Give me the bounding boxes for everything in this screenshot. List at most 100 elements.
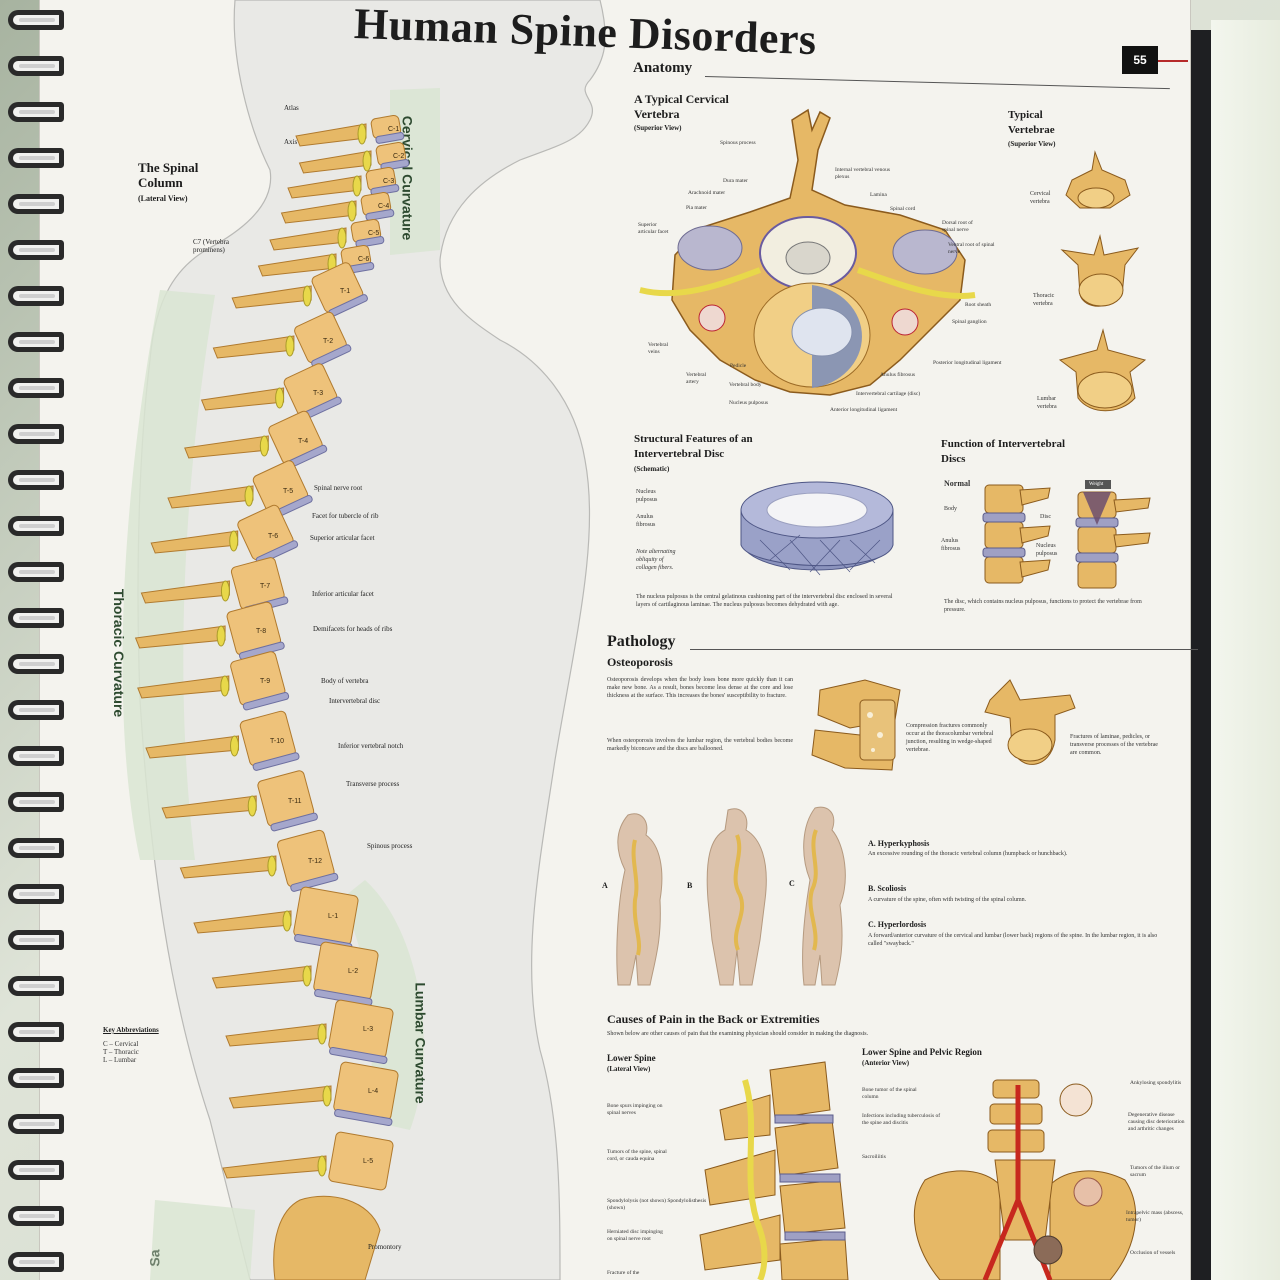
disc-structure-title: Structural Features of an Intervertebral… [634, 433, 753, 460]
vertebra: L-5 [222, 1131, 394, 1191]
function-label-normal: Normal [944, 479, 971, 488]
pv-label: Tumors of the ilium or sacrum [1130, 1165, 1180, 1178]
cerv-label: Spinal cord [890, 206, 916, 212]
label-body: Body of vertebra [321, 677, 369, 685]
cerv-label: Anulus fibrosus [880, 372, 915, 378]
binding-ring [8, 746, 64, 766]
cerv-label: Internal vertebral venous plexus [835, 167, 890, 180]
binding-ring [8, 240, 64, 260]
label-notch: Inferior vertebral notch [338, 742, 404, 750]
typical-label-cervical: Cervical vertebra [1030, 191, 1051, 205]
vertebra-code: C-6 [358, 256, 369, 263]
typical-vertebrae-sub: (Superior View) [1008, 140, 1056, 148]
binding-ring [8, 102, 64, 122]
vertebra: T-5 [167, 460, 313, 519]
label-transverse: Transverse process [346, 780, 400, 788]
sacrum [273, 1195, 381, 1280]
lower-spine-title: Lower Spine [607, 1053, 656, 1063]
label-axis: Axis [284, 138, 298, 146]
cerv-label: Spinous process [720, 140, 756, 146]
key-item: L – Lumbar [103, 1056, 137, 1064]
cerv-label: Lamina [870, 192, 887, 198]
spiral-binding [0, 0, 64, 1280]
disc-label-anulus: Anulus fibrosus [636, 514, 656, 528]
vertebra: L-4 [228, 1061, 399, 1126]
cerv-label: Spinal ganglion [952, 319, 987, 325]
binding-ring [8, 562, 64, 582]
typical-vertebrae-title: Typical Vertebrae [1008, 109, 1055, 136]
vertebra: C-5 [269, 218, 385, 251]
pathology-heading: Pathology [607, 633, 676, 650]
binding-ring [8, 424, 64, 444]
binding-ring [8, 976, 64, 996]
vertebra-code: C-2 [393, 153, 404, 160]
vertebra: T-10 [145, 710, 300, 771]
causes-sub: Shown below are other causes of pain tha… [607, 1031, 869, 1037]
osteoporosis-text-1: Osteoporosis develops when the body lose… [607, 677, 793, 699]
disc-note: Note alternating obliquity of collagen f… [636, 549, 676, 571]
page-accent-line [1158, 60, 1188, 62]
key-item: C – Cervical [103, 1040, 139, 1048]
disc-structure-sub: (Schematic) [634, 465, 670, 473]
binding-ring [8, 1206, 64, 1226]
ls-label: Tumors of the spine, spinal cord, or cau… [607, 1149, 667, 1162]
scoliosis-text: A curvature of the spine, often with twi… [868, 897, 1027, 903]
pathology-rule [690, 649, 1198, 650]
posture-letter-a: A [602, 881, 608, 890]
vertebra: T-8 [134, 601, 285, 660]
vertebra-code: T-5 [283, 488, 293, 495]
vertebra-code: L-3 [363, 1026, 373, 1033]
function-label-nucleus: Nucleus pulposus [1036, 543, 1058, 557]
posture-letter-c: C [789, 879, 795, 888]
function-label-weight: Weight [1089, 482, 1104, 487]
vertebra-code: L-4 [368, 1088, 378, 1095]
label-disc: Intervertebral disc [329, 697, 381, 705]
vertebra-code: T-11 [288, 798, 302, 805]
binding-ring [8, 10, 64, 30]
vertebra-code: T-8 [256, 628, 266, 635]
spinal-column-sub: (Lateral View) [138, 194, 188, 203]
label-atlas: Atlas [284, 104, 299, 112]
vertebra-code: T-7 [260, 583, 270, 590]
binding-ring [8, 1160, 64, 1180]
cerv-label: Posterior longitudinal ligament [933, 360, 1002, 366]
vertebra: L-2 [211, 941, 379, 1006]
vertebra: T-6 [150, 504, 299, 565]
cerv-label: Nucleus pulposus [729, 400, 768, 406]
vertebra-code: T-6 [268, 533, 278, 540]
vertebra-code: L-1 [328, 913, 338, 920]
cerv-label: Dura mater [723, 178, 748, 184]
vertebra: T-4 [184, 410, 328, 469]
label-inf-articular: Inferior articular facet [312, 590, 374, 598]
typical-label-thoracic: Thoracic vertebra [1033, 293, 1055, 307]
posture-letter-b: B [687, 881, 693, 890]
ls-label: Fracture of the [607, 1270, 640, 1276]
cerv-label: Intervertebral cartilage (disc) [856, 391, 921, 397]
label-spinous: Spinous process [367, 842, 413, 850]
binding-ring [8, 884, 64, 904]
cerv-label: Anterior longitudinal ligament [830, 407, 898, 413]
cerv-label: Dorsal root of spinal nerve [942, 220, 973, 233]
anatomy-heading: Anatomy [633, 60, 693, 76]
cerv-label: Superior articular facet [638, 222, 669, 235]
vertebra-code: T-12 [308, 858, 322, 865]
compression-fractures-note: Compression fractures commonly occur at … [906, 723, 994, 753]
osteoporosis-title: Osteoporosis [607, 655, 673, 669]
pv-label: Sacroiliitis [862, 1154, 886, 1160]
pelvic-sub: (Anterior View) [862, 1059, 910, 1067]
label-facet-rib: Facet for tubercle of rib [312, 512, 379, 520]
vertebra-code: T-4 [298, 438, 308, 445]
disc-label-nucleus: Nucleus pulposus [636, 489, 658, 503]
function-label-body: Body [944, 506, 958, 512]
key-abbreviations: Key Abbreviations C – Cervical T – Thora… [103, 1025, 173, 1064]
spinal-column-title: The Spinal Column [138, 160, 199, 190]
label-promontory: Promontory [368, 1243, 402, 1251]
pv-label: Bone tumor of the spinal column [862, 1087, 917, 1100]
function-label-anulus: Anulus fibrosus [941, 538, 961, 552]
